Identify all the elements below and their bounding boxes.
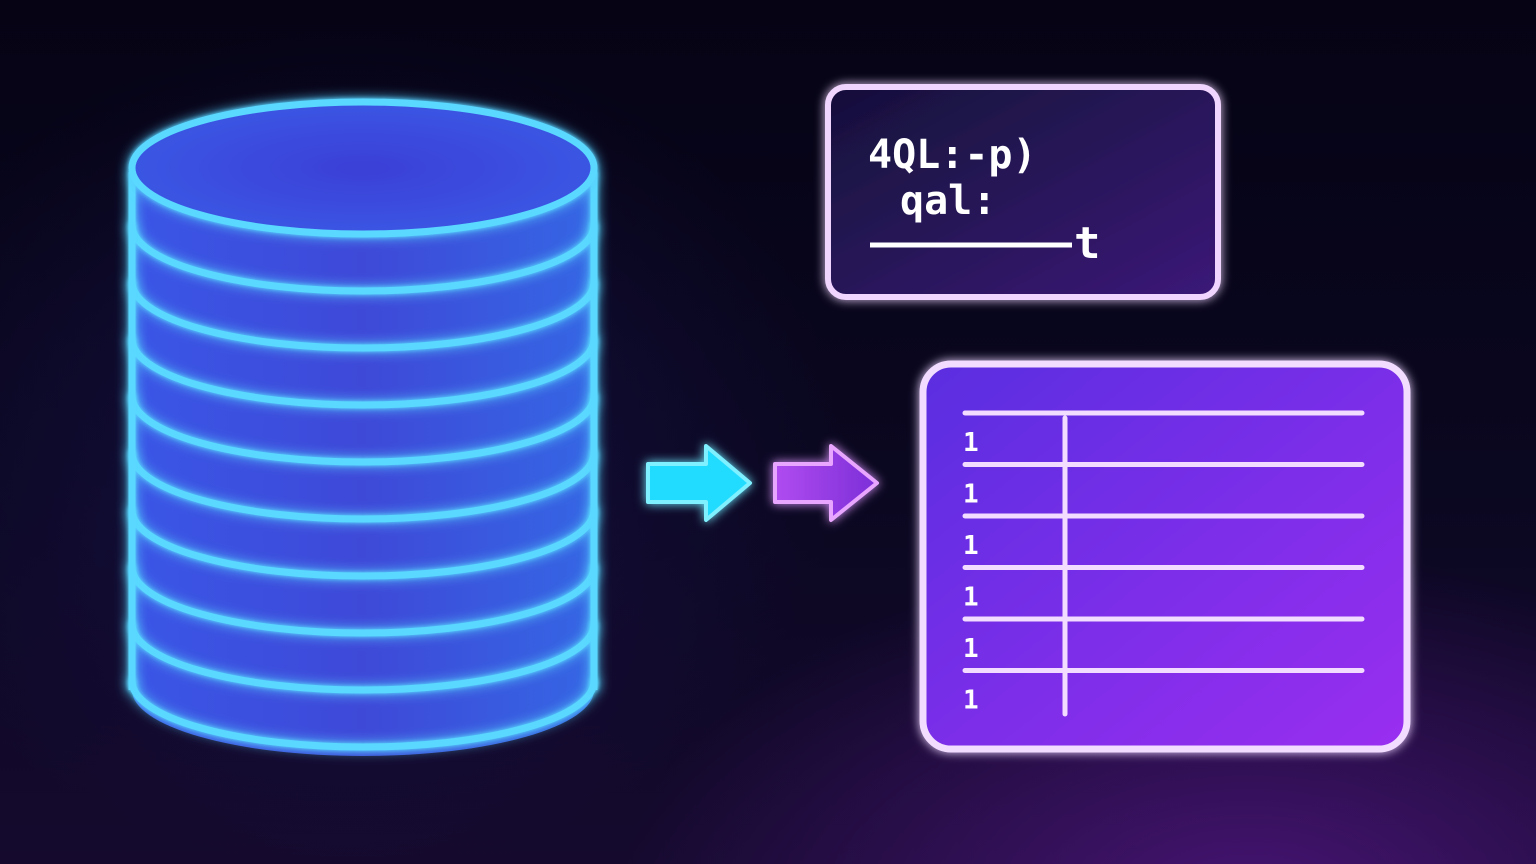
database-cylinder-icon	[128, 98, 598, 756]
table-row-label: 1	[963, 531, 979, 561]
database-ring-band	[128, 506, 598, 580]
database-ring-band	[128, 278, 598, 352]
database-ring-band	[128, 449, 598, 523]
database-top-ellipse	[128, 98, 598, 238]
database-ring-band	[128, 221, 598, 295]
query-line-2: qal:	[900, 178, 996, 224]
query-box: 4QL:-p) qal: t	[825, 84, 1221, 300]
database-ring-bands	[128, 221, 598, 751]
query-line-1: 4QL:-p)	[868, 132, 1037, 178]
table-row-label: 1	[963, 634, 979, 664]
database-ring-band	[128, 620, 598, 694]
table-row-label: 1	[963, 583, 979, 613]
database-ring-band	[128, 335, 598, 409]
table-row-label: 1	[963, 428, 979, 458]
database-ring-band	[128, 677, 598, 751]
arrow-right-icon	[646, 444, 752, 522]
database-ring-band	[128, 392, 598, 466]
query-line-3: t	[1074, 218, 1101, 269]
table-row-labels: 1 1 1 1 1 1	[963, 428, 979, 716]
table-row-label: 1	[963, 686, 979, 716]
database-ring-band	[128, 563, 598, 637]
table-row-label: 1	[963, 480, 979, 510]
arrow-right-icon	[773, 444, 879, 522]
result-table: 1 1 1 1 1 1	[919, 360, 1411, 753]
table-grid	[962, 410, 1365, 673]
